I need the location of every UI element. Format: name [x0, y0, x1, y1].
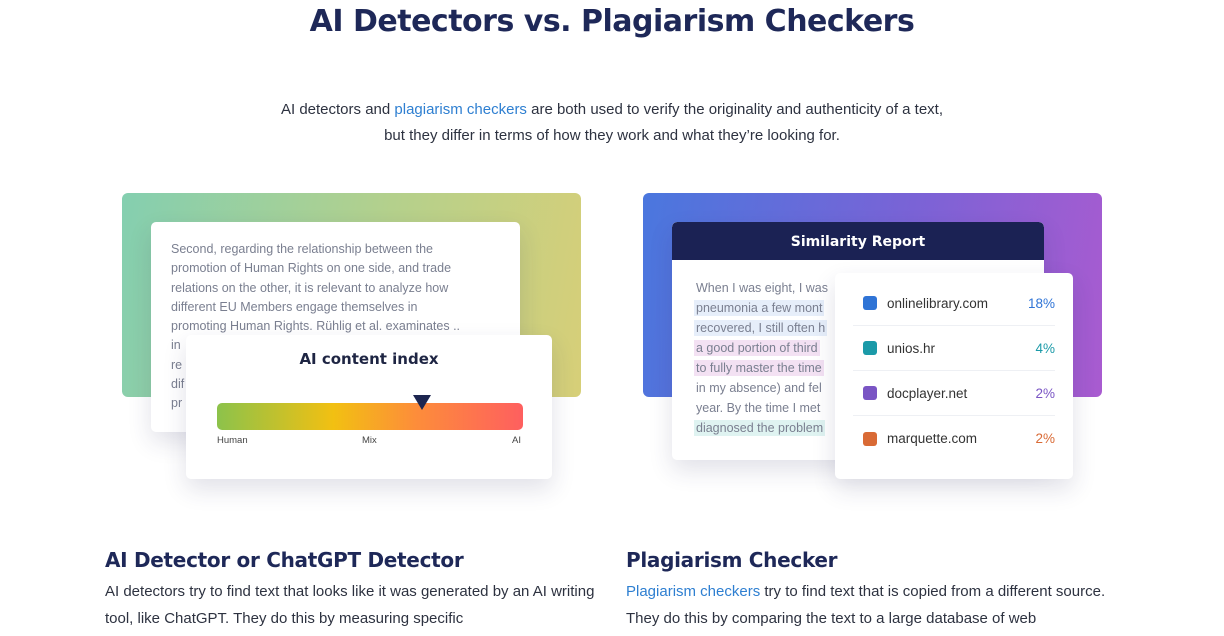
source-color-icon — [863, 386, 877, 400]
text-line: promotion of Human Rights on one side, a… — [171, 261, 452, 276]
text-line: year. By the time I met — [696, 401, 821, 415]
sources-list: onlinelibrary.com 18% unios.hr 4% docplayer.… — [835, 273, 1073, 479]
description-text: try to find text that is copied from a d… — [626, 583, 1106, 627]
source-color-icon — [863, 296, 877, 310]
sample-text-card: Second, regarding the relationship betwe… — [151, 222, 520, 432]
text-line: When I was eight, I was — [696, 281, 829, 295]
ai-content-index-card: AI content index Human Mix AI — [186, 335, 552, 479]
highlighted-line: a good portion of third — [694, 340, 820, 356]
intro-text: are both used to verify the originality … — [384, 101, 944, 144]
source-name: onlinelibrary.com — [887, 295, 989, 311]
source-row[interactable]: docplayer.net 2% — [853, 371, 1055, 416]
ai-content-index-title: AI content index — [299, 350, 439, 368]
text-line: in my absence) and fel — [696, 381, 822, 395]
source-percent: 18% — [1027, 295, 1055, 311]
plagiarism-checker-description: Plagiarism checkers try to find text tha… — [626, 578, 1126, 632]
source-name: marquette.com — [887, 431, 978, 446]
text-line: different EU Members engage themselves i… — [171, 299, 418, 314]
text-line: in — [171, 338, 181, 353]
source-name: unios.hr — [887, 340, 936, 356]
highlighted-line: pneumonia a few mont — [694, 300, 825, 316]
text-line: pr — [171, 396, 183, 411]
text-line: dif — [171, 377, 185, 392]
page-title: AI Detectors vs. Plagiarism Checkers — [309, 4, 915, 39]
ai-detector-heading: AI Detector or ChatGPT Detector — [105, 548, 464, 572]
source-row[interactable]: onlinelibrary.com 18% — [853, 281, 1055, 326]
plagiarism-checkers-link[interactable]: plagiarism checkers — [394, 101, 527, 118]
plagiarism-checkers-link[interactable]: Plagiarism checkers — [626, 583, 761, 600]
text-line: re — [171, 357, 183, 372]
source-color-icon — [863, 431, 877, 446]
source-row[interactable]: unios.hr 4% — [853, 326, 1055, 371]
similarity-report-title: Similarity Report — [672, 222, 1044, 260]
source-percent: 4% — [1035, 340, 1055, 356]
highlighted-line: to fully master the time — [694, 360, 824, 376]
label-human: Human — [217, 435, 248, 446]
label-mix: Mix — [362, 435, 377, 446]
source-color-icon — [863, 341, 877, 355]
intro-text: AI detectors and — [280, 101, 395, 118]
ai-detector-description: AI detectors try to find text that looks… — [105, 583, 595, 627]
ai-index-gradient-bar — [217, 403, 523, 430]
plagiarism-checker-heading: Plagiarism Checker — [626, 548, 838, 572]
text-line: Second, regarding the relationship betwe… — [171, 242, 433, 256]
source-percent: 2% — [1035, 385, 1055, 401]
ai-index-marker-icon — [413, 395, 432, 410]
highlighted-line: diagnosed the problem — [694, 420, 826, 436]
source-name: docplayer.net — [887, 385, 968, 401]
source-percent: 2% — [1035, 431, 1055, 446]
highlighted-line: recovered, I still often h — [694, 320, 828, 336]
report-text: When I was eight, I was pneumonia a few … — [672, 260, 1044, 456]
intro-paragraph: AI detectors and plagiarism checkers are… — [280, 97, 944, 149]
source-row[interactable]: marquette.com 2% — [853, 416, 1055, 461]
text-line: promoting Human Rights. Rühlig et al. ex… — [171, 319, 461, 334]
label-ai: AI — [512, 435, 521, 446]
text-line: relations on the other, it is relevant t… — [171, 280, 449, 295]
